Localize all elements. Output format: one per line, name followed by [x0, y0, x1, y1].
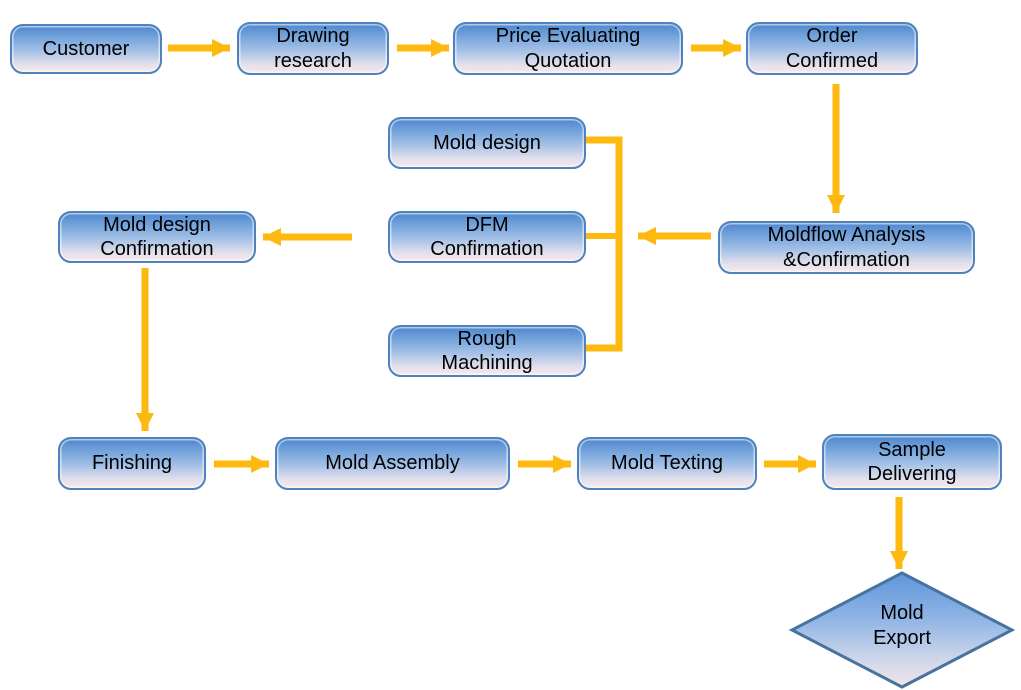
- node-order-confirmed: Order Confirmed: [746, 22, 918, 75]
- node-rough-machining: Rough Machining: [388, 325, 586, 377]
- node-mold-design: Mold design: [388, 117, 586, 169]
- node-mold-design-confirmation: Mold design Confirmation: [58, 211, 256, 263]
- node-price-evaluating-quotation: Price Evaluating Quotation: [453, 22, 683, 75]
- node-sample-delivering: Sample Delivering: [822, 434, 1002, 490]
- bracket-connector: [586, 136, 623, 352]
- node-dfm-confirmation: DFM Confirmation: [388, 211, 586, 263]
- node-mold-texting: Mold Texting: [577, 437, 757, 490]
- node-drawing-research: Drawing research: [237, 22, 389, 75]
- node-mold-export-label: Mold Export: [873, 602, 931, 649]
- node-moldflow-analysis-confirmation: Moldflow Analysis &Confirmation: [718, 221, 975, 274]
- node-customer: Customer: [10, 24, 162, 74]
- node-mold-assembly: Mold Assembly: [275, 437, 510, 490]
- node-finishing: Finishing: [58, 437, 206, 490]
